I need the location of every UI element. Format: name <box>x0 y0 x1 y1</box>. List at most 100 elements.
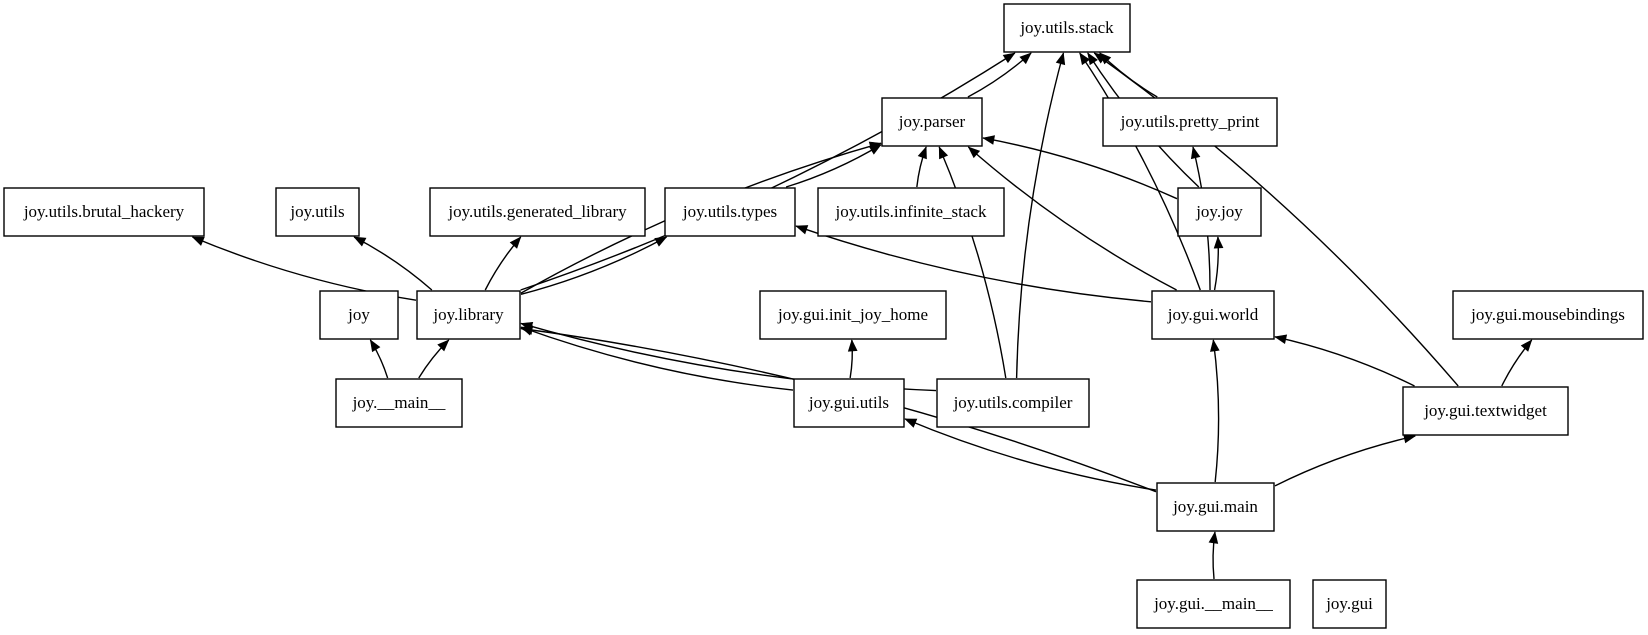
edge-arrowhead <box>1093 52 1107 64</box>
node-label: joy.gui <box>1325 594 1373 613</box>
graph-node[interactable]: joy.utils.infinite_stack <box>817 187 1005 237</box>
graph-node[interactable]: joy.gui.world <box>1151 290 1275 340</box>
graph-node[interactable]: joy.gui.mousebindings <box>1452 290 1644 340</box>
node-box[interactable] <box>1102 97 1278 147</box>
edge-arrowhead <box>904 418 918 428</box>
graph-edge <box>520 236 667 295</box>
graph-node[interactable]: joy.utils.pretty_print <box>1102 97 1278 147</box>
edge-arrowhead <box>1019 52 1032 65</box>
node-label: joy.utils <box>289 202 344 221</box>
node-box[interactable] <box>416 290 521 340</box>
graph-node[interactable]: joy.gui <box>1312 579 1387 629</box>
node-label: joy.gui.__main__ <box>1153 594 1273 613</box>
graph-node[interactable]: joy.library <box>416 290 521 340</box>
node-layer: joy.utils.stack joy.parser joy.utils.prett… <box>3 3 1644 629</box>
edge-arrowhead <box>1190 146 1201 160</box>
node-box[interactable] <box>3 187 205 237</box>
edge-arrowhead <box>1079 52 1091 66</box>
graph-edge <box>1212 339 1220 483</box>
edge-arrowhead <box>917 146 927 160</box>
node-box[interactable] <box>1177 187 1262 237</box>
graph-node[interactable]: joy.__main__ <box>335 378 463 428</box>
graph-node[interactable]: joy.utils.stack <box>1003 3 1131 53</box>
node-box[interactable] <box>1402 386 1569 436</box>
node-label: joy.gui.main <box>1172 497 1258 516</box>
node-box[interactable] <box>1003 3 1131 53</box>
node-box[interactable] <box>319 290 399 340</box>
node-label: joy.utils.types <box>682 202 777 221</box>
node-label: joy.utils.infinite_stack <box>835 202 987 221</box>
graph-node[interactable]: joy.gui.textwidget <box>1402 386 1569 436</box>
graph-node[interactable]: joy.parser <box>881 97 983 147</box>
graph-edge <box>982 137 1178 200</box>
node-label: joy.gui.textwidget <box>1423 401 1547 420</box>
node-label: joy <box>347 305 370 324</box>
node-label: joy.gui.init_joy_home <box>777 305 928 324</box>
node-box[interactable] <box>881 97 983 147</box>
graph-edge <box>520 52 1016 291</box>
graph-node[interactable]: joy.utils.brutal_hackery <box>3 187 205 237</box>
edge-arrowhead <box>847 339 858 352</box>
graph-edge <box>520 326 794 391</box>
edge-arrowhead <box>982 135 995 145</box>
node-label: joy.gui.utils <box>808 393 889 412</box>
graph-node[interactable]: joy.gui.__main__ <box>1136 579 1291 629</box>
graph-node[interactable]: joy.utils.types <box>664 187 796 237</box>
node-box[interactable] <box>664 187 796 237</box>
edge-arrowhead <box>1208 531 1219 544</box>
graph-edge <box>967 146 1177 291</box>
edge-arrowhead <box>369 339 381 353</box>
node-label: joy.utils.brutal_hackery <box>23 202 185 221</box>
graph-node[interactable]: joy.gui.init_joy_home <box>759 290 947 340</box>
node-box[interactable] <box>275 187 360 237</box>
graph-node[interactable]: joy.gui.main <box>1156 482 1275 532</box>
graph-node[interactable]: joy.utils.generated_library <box>429 187 646 237</box>
node-label: joy.utils.stack <box>1019 18 1114 37</box>
graph-node[interactable]: joy.utils <box>275 187 360 237</box>
edge-arrowhead <box>437 339 450 352</box>
node-box[interactable] <box>429 187 646 237</box>
edge-arrowhead <box>654 236 668 247</box>
edge-arrowhead <box>1055 52 1066 66</box>
node-box[interactable] <box>1452 290 1644 340</box>
graph-edge <box>1079 52 1201 291</box>
edge-arrowhead <box>1087 52 1098 66</box>
graph-node[interactable]: joy.utils.compiler <box>936 378 1090 428</box>
edge-arrowhead <box>938 146 949 160</box>
graph-edge <box>938 146 1007 379</box>
node-label: joy.utils.pretty_print <box>1120 112 1260 131</box>
graph-edge <box>353 236 433 291</box>
edge-arrowhead <box>1002 52 1016 64</box>
node-label: joy.utils.generated_library <box>447 202 627 221</box>
graph-node[interactable]: joy.joy <box>1177 187 1262 237</box>
node-label: joy.gui.world <box>1167 305 1259 324</box>
node-box[interactable] <box>1151 290 1275 340</box>
edge-arrowhead <box>520 325 533 335</box>
graph-edge <box>1015 52 1065 379</box>
edge-arrowhead <box>1520 339 1533 352</box>
edge-arrowhead <box>868 144 882 155</box>
node-box[interactable] <box>1136 579 1291 629</box>
node-label: joy.utils.compiler <box>953 393 1073 412</box>
node-box[interactable] <box>817 187 1005 237</box>
node-box[interactable] <box>1156 482 1275 532</box>
node-box[interactable] <box>793 378 905 428</box>
graph-edge <box>904 418 1157 491</box>
node-box[interactable] <box>936 378 1090 428</box>
edge-arrowhead <box>353 236 367 247</box>
graph-edge <box>795 225 1152 303</box>
node-label: joy.library <box>432 305 504 324</box>
node-label: joy.__main__ <box>352 393 446 412</box>
edge-arrowhead <box>1210 339 1220 352</box>
graph-node[interactable]: joy.gui.utils <box>793 378 905 428</box>
node-box[interactable] <box>335 378 463 428</box>
node-box[interactable] <box>759 290 947 340</box>
edge-arrowhead <box>967 146 981 159</box>
graph-node[interactable]: joy <box>319 290 399 340</box>
graph-edge <box>1274 336 1415 387</box>
edge-arrowhead <box>509 236 522 249</box>
node-label: joy.gui.mousebindings <box>1470 305 1625 324</box>
node-box[interactable] <box>1312 579 1387 629</box>
